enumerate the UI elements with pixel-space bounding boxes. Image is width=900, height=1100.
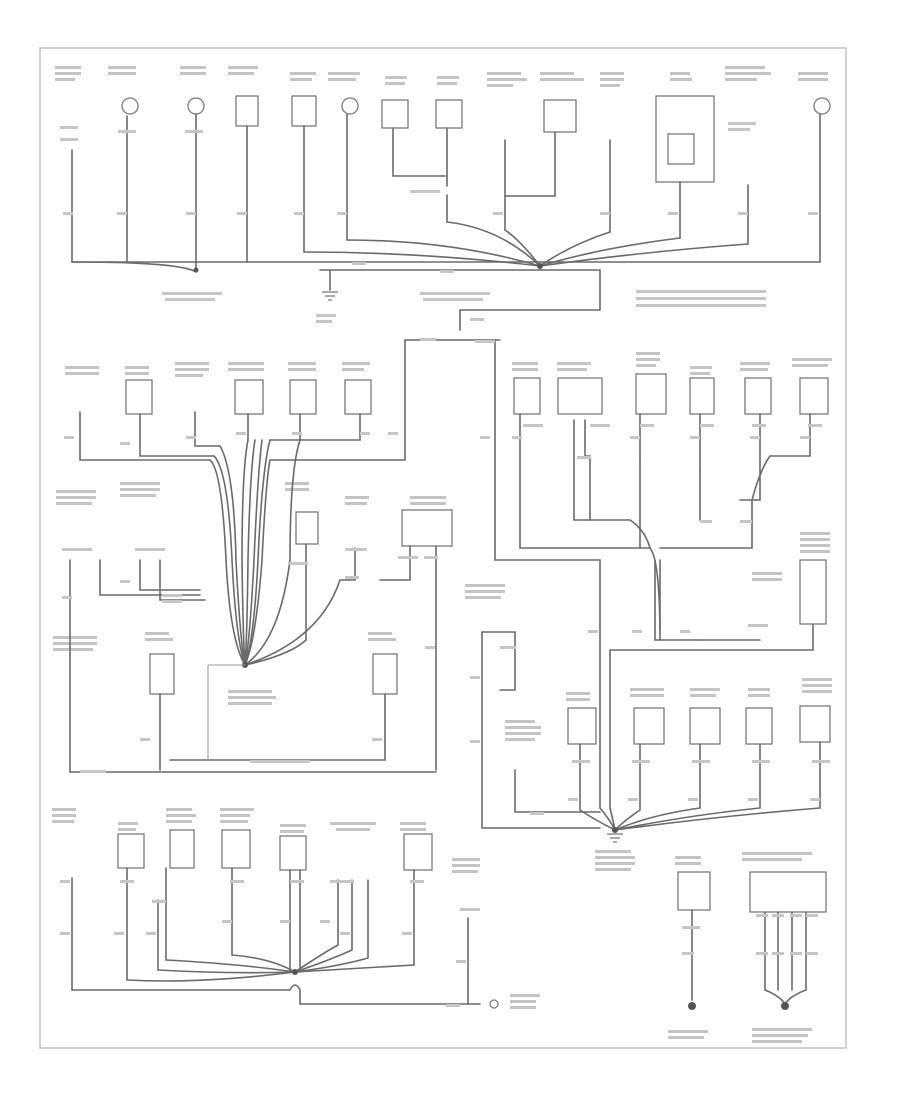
- module-component: [749, 871, 827, 913]
- module-component: [557, 377, 603, 415]
- module-component: [635, 373, 667, 415]
- module-component: [295, 511, 319, 545]
- module-component: [169, 829, 195, 869]
- ground-symbol: [322, 291, 338, 301]
- module-component: [372, 653, 398, 695]
- ground-point: [781, 1002, 789, 1010]
- sensor-component: [341, 97, 359, 115]
- module-component: [221, 829, 251, 869]
- splice-node: [193, 267, 199, 273]
- module-component: [567, 707, 597, 745]
- module-component: [689, 377, 715, 415]
- lower-right-tags: [470, 646, 830, 955]
- module-component: [799, 377, 829, 415]
- module-component: [799, 559, 827, 625]
- module-component: [655, 95, 715, 183]
- module-component: [344, 379, 372, 415]
- left-bundle-wires: [209, 439, 341, 666]
- splice-node: [612, 827, 618, 833]
- module-component: [381, 99, 409, 129]
- ground-point: [489, 999, 499, 1009]
- middle-left-captions: [53, 362, 446, 705]
- middle-left-tags: [62, 432, 438, 773]
- bottom-left-captions: [52, 808, 540, 1009]
- bottom-left-section: [52, 808, 540, 1009]
- module-component: [633, 707, 665, 745]
- module-component: [689, 707, 721, 745]
- module-component: [234, 379, 264, 415]
- relay-component: [235, 95, 259, 127]
- sensor-component: [813, 97, 831, 115]
- ground-point: [688, 1002, 696, 1010]
- module-component: [513, 377, 541, 415]
- module-component: [677, 871, 711, 911]
- module-component: [543, 99, 577, 133]
- top-component-captions: [55, 66, 828, 87]
- lower-right-section: [470, 631, 832, 1043]
- switch-component: [121, 97, 139, 115]
- middle-right-tags: [420, 338, 822, 633]
- module-component: [279, 835, 307, 871]
- module-component: [403, 833, 433, 871]
- module-component: [744, 377, 772, 415]
- splice-node: [292, 969, 298, 975]
- middle-right-section: [420, 338, 832, 809]
- wire-color-tags: [60, 122, 818, 323]
- ground-symbol: [607, 833, 623, 843]
- module-component: [117, 833, 145, 869]
- module-component: [745, 707, 773, 745]
- switch-component: [187, 97, 205, 115]
- module-component: [667, 133, 695, 165]
- top-splice-converging-wires: [303, 221, 749, 267]
- module-component: [435, 99, 463, 129]
- module-component: [799, 705, 831, 743]
- top-section: [55, 66, 831, 331]
- module-component: [149, 653, 175, 695]
- module-component: [401, 509, 453, 547]
- diagram-frame: [39, 47, 847, 1049]
- middle-right-captions: [465, 352, 832, 599]
- bottom-left-tags: [60, 880, 480, 1007]
- splice-node: [537, 263, 543, 269]
- module-component: [289, 379, 317, 415]
- module-component: [125, 379, 153, 415]
- middle-left-section: [53, 339, 501, 773]
- switch-component: [291, 95, 317, 127]
- lower-right-captions: [505, 678, 832, 1043]
